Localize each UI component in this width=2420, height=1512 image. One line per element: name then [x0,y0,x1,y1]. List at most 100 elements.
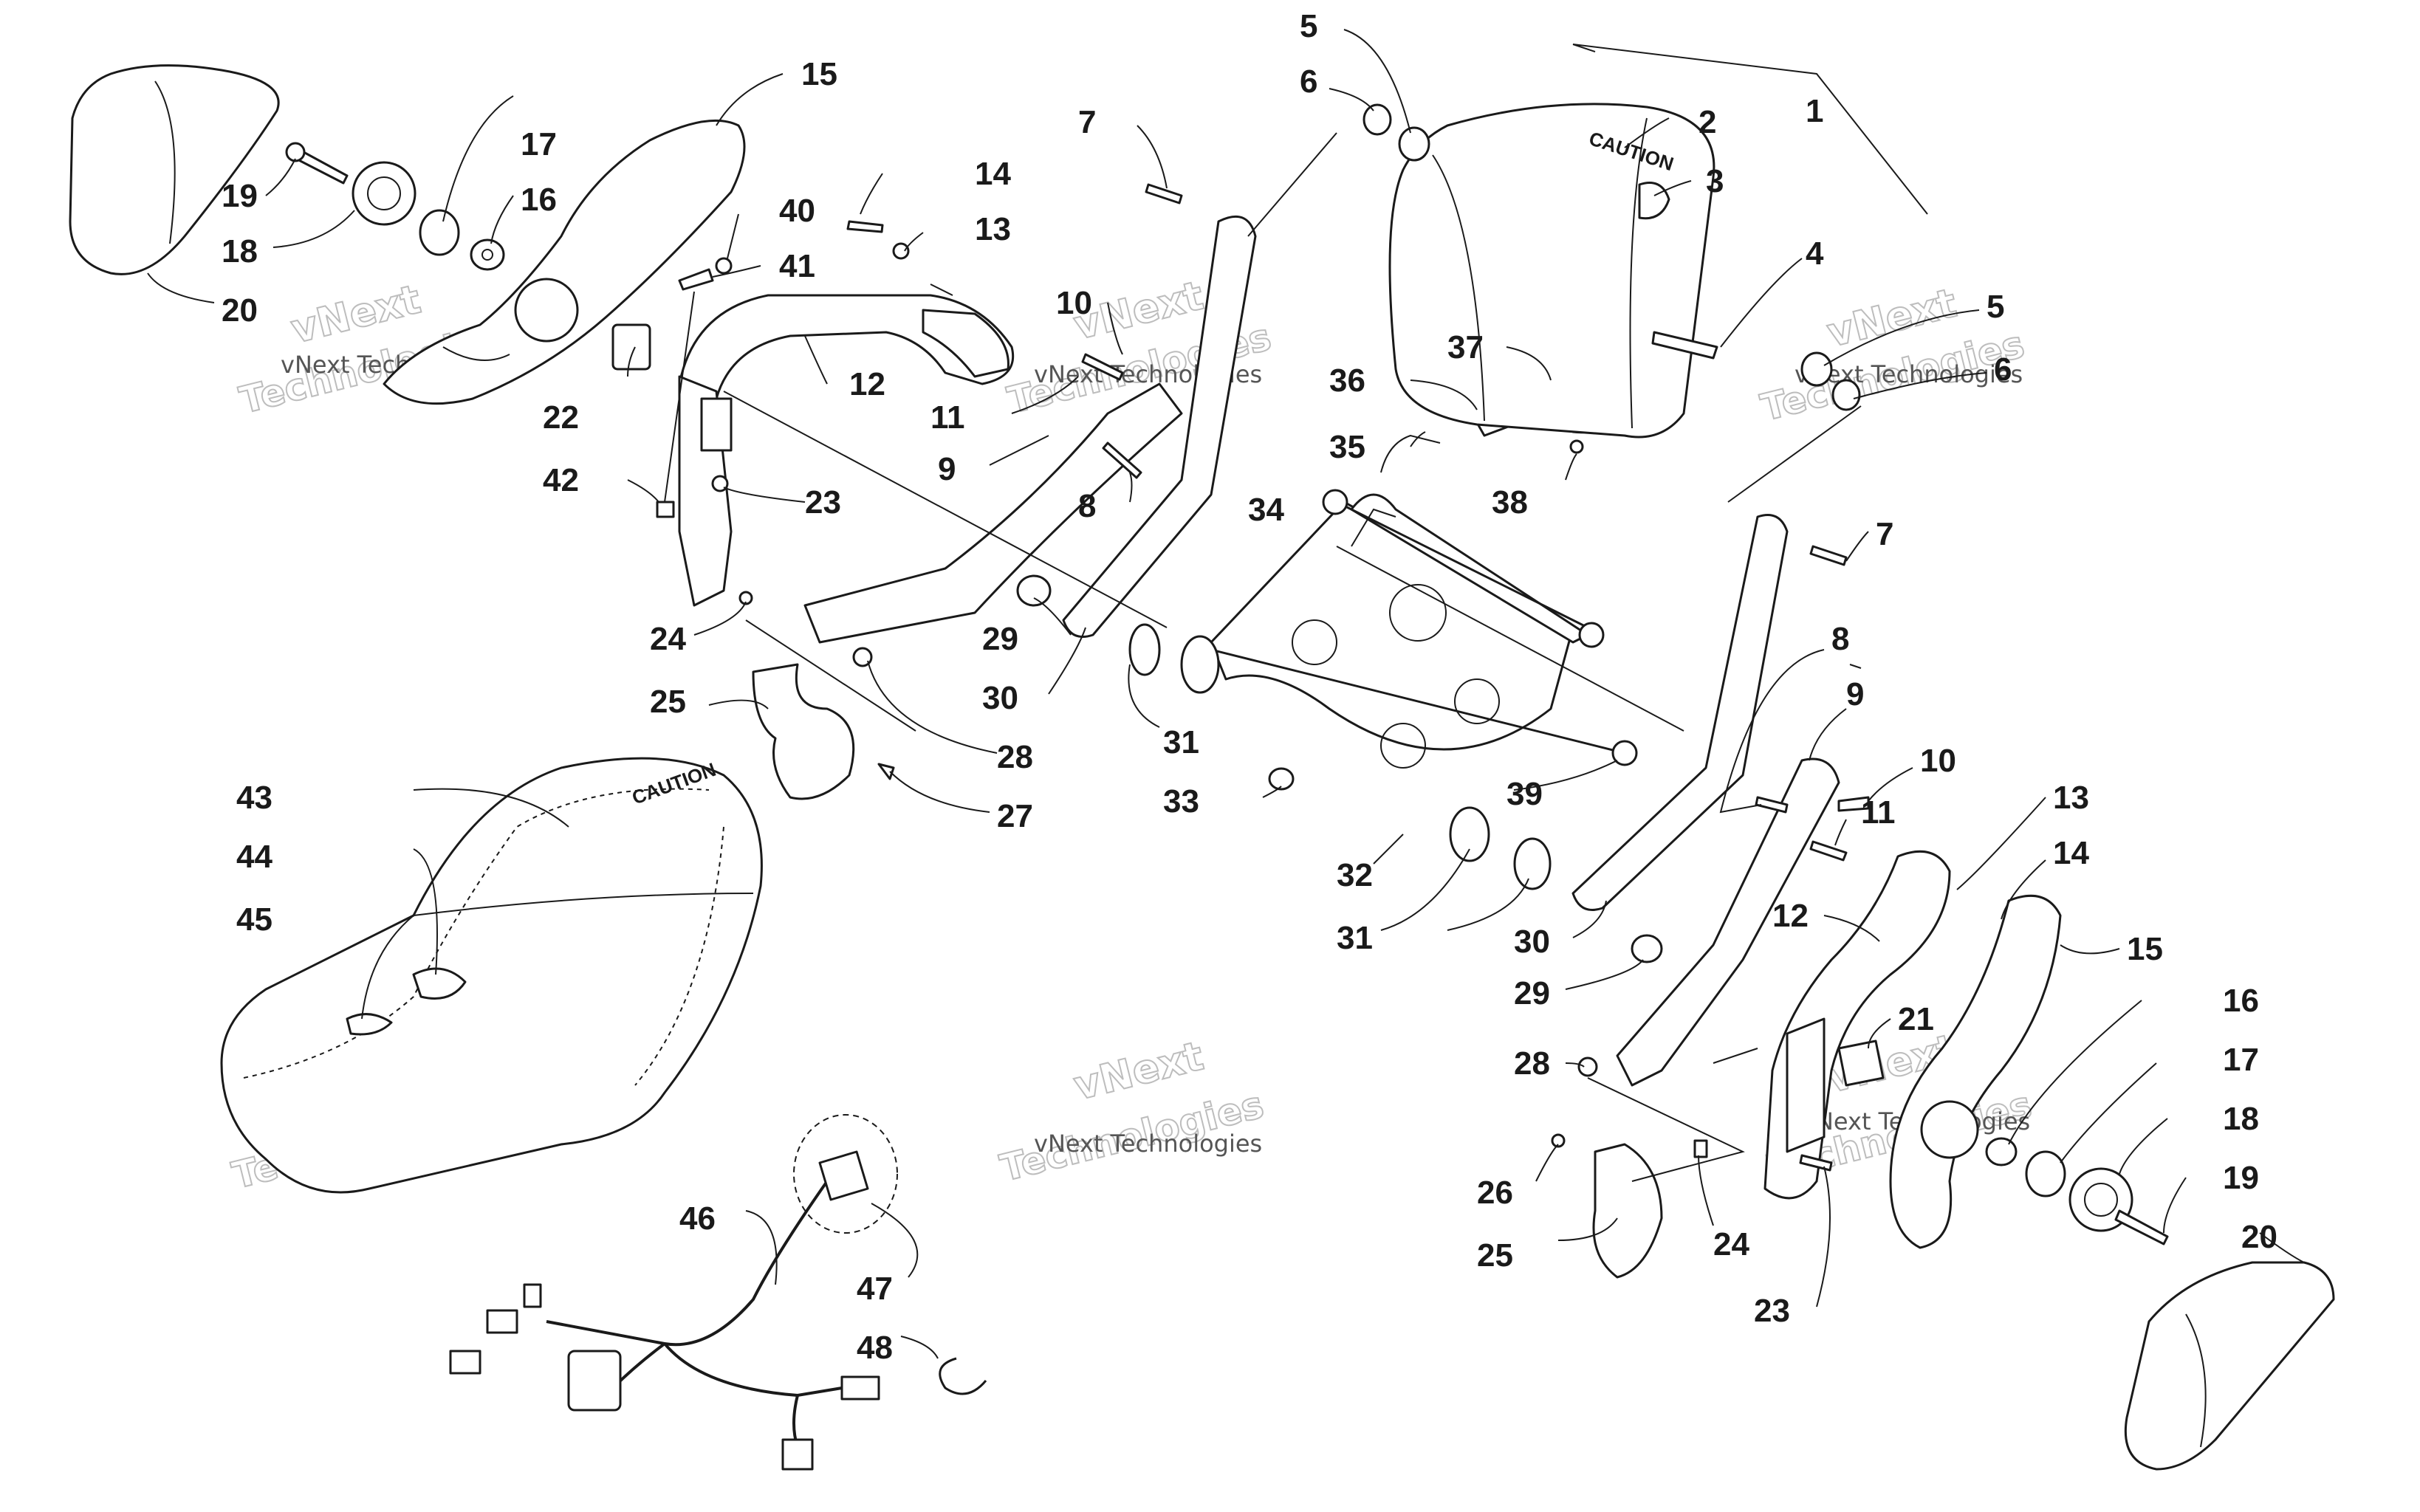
bolt-head-19-left [285,142,306,162]
callout-16: 16 [2223,983,2259,1019]
callout-32: 32 [1337,857,1373,893]
backrest-frame-hole [1292,619,1337,665]
callout-21: 21 [1898,1001,1934,1037]
leader-arm-right [1727,405,1862,503]
leader-45 [361,915,414,1020]
callout-27: 27 [997,798,1033,834]
washer-16-right [1985,1137,2018,1166]
bolt-8-right [1755,796,1789,814]
clip-41 [678,268,714,291]
connector-plug [567,1350,622,1412]
watermark-vnext: vNext [1069,1033,1208,1110]
leader-37 [1506,346,1552,381]
leader-14-right [2001,859,2046,920]
leader-29-left [1033,597,1072,636]
connector-small [840,1375,880,1401]
callout-28: 28 [1514,1045,1550,1082]
leader-12-right [1823,915,1880,942]
leader-36 [1410,379,1478,410]
shaft-39-end [1611,740,1638,766]
callout-15: 15 [801,56,837,92]
callout-9: 9 [1846,676,1864,712]
leader-8-right [1849,664,1862,669]
leader-24-left [693,601,747,636]
connector-small [449,1350,481,1375]
leader-20-right [2259,1232,2305,1263]
leader-23-right [1816,1166,1831,1307]
callout-23: 23 [1754,1293,1790,1329]
leader-38 [1565,453,1577,481]
callout-10: 10 [1056,285,1092,321]
callout-14: 14 [2053,835,2089,871]
bumper-21 [1837,1040,1885,1087]
backrest-pad-1-seam [1432,154,1485,422]
bracket-25-right [1592,1143,1663,1279]
leader-mount-right-b [1713,1048,1758,1064]
connector-small [523,1283,542,1308]
leader-9-left [989,435,1049,466]
support-arm-9-left [803,382,1183,644]
leader-7-left [1137,125,1168,189]
backrest-pad-1 [1388,103,1715,439]
leader-18-right [2119,1118,2168,1175]
grab-handle-12-left-cap [922,309,1010,378]
leader-7-right [1845,531,1869,562]
leader-11-left [1011,376,1079,414]
callout-26: 26 [1477,1175,1513,1211]
leader-35 [1410,431,1426,447]
backrest-frame-hole [1389,584,1447,642]
leader-22 [627,346,636,377]
upper-rod-end [1322,489,1348,515]
support-arm-9-right [1616,757,1840,1087]
bracket-15-left-hole [514,278,579,343]
knob-18-right-inner [2084,1183,2118,1217]
washer-16-left-hole [481,249,493,261]
callout-40: 40 [779,193,815,229]
main-arm-7-right [1571,514,1789,911]
nut-28-right [1577,1056,1598,1077]
callout-9: 9 [938,451,956,487]
leader-10-left [1107,302,1123,355]
leader-46 [745,1210,778,1285]
backrest-frame-hole [1454,678,1500,724]
bracket-line-1 [1572,44,1928,215]
mount-bracket-left-tab [700,397,733,452]
callout-6: 6 [1300,63,1317,100]
leader-30-right [1572,900,1607,938]
bracket-15-right [1889,894,2062,1249]
leader-9-right [1809,708,1847,761]
backrest-frame [1210,501,1574,751]
leader-47 [871,1203,919,1278]
callout-6: 6 [1994,351,2012,388]
callout-17: 17 [521,126,557,162]
upper-rod [1336,501,1588,629]
callout-8: 8 [1078,488,1096,524]
leader-12-top [930,284,953,296]
callout-47: 47 [857,1271,893,1307]
callout-labels: 1 2 3 4 5 5 6 6 7 7 8 8 9 9 10 10 11 11 … [222,8,2277,1366]
backrest-pad-1-seam [1629,117,1648,429]
callout-31: 31 [1337,920,1373,956]
callout-7: 7 [1876,516,1893,552]
leader-2 [1624,117,1670,148]
leader-23-left [723,487,806,503]
callout-5: 5 [1987,289,2004,325]
screw-23-right [1799,1154,1833,1172]
spring-washer-32 [1449,806,1490,862]
callout-25: 25 [1477,1237,1513,1274]
leader-43 [413,788,569,828]
bolt-8-left [1102,441,1142,479]
bracket-line-1 [1572,44,1596,52]
callout-17: 17 [2223,1042,2259,1078]
nut-28-left [852,647,873,667]
leader-25-line [745,619,916,732]
washer-13-left [892,242,910,260]
leader-18-left [272,210,355,248]
leader-28-left [867,660,998,754]
washer-29-right [1631,934,1663,963]
callout-1: 1 [1806,93,1823,129]
backrest-frame-hole [1380,723,1426,769]
leader-13-left [904,232,924,252]
callout-20: 20 [2241,1219,2277,1255]
